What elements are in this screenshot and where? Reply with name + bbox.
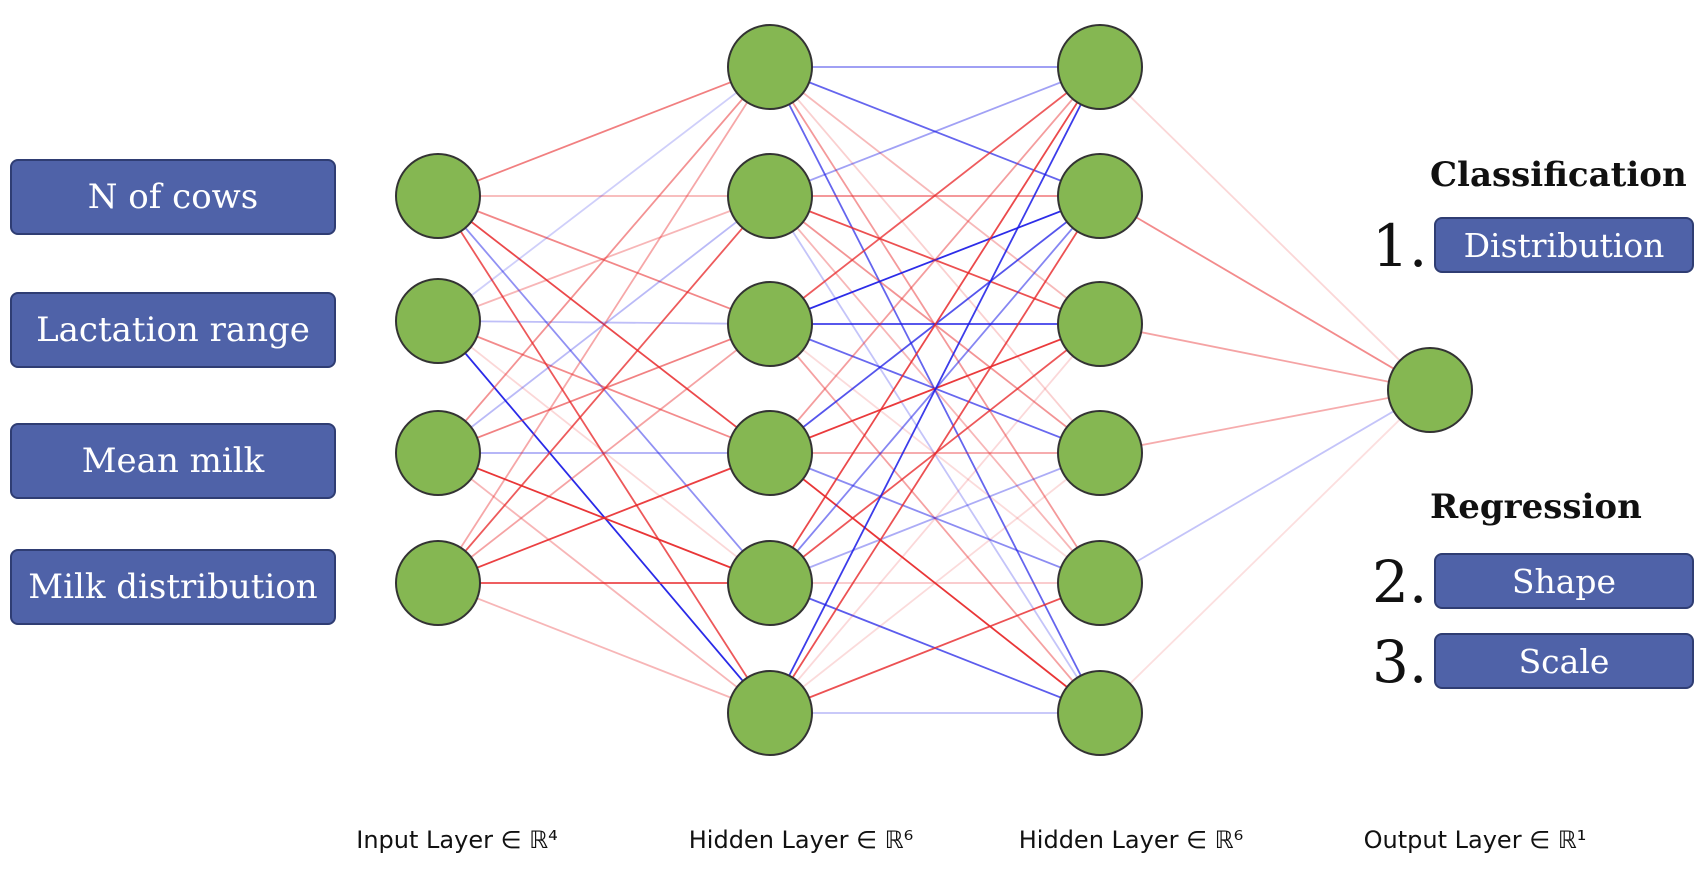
connection-line xyxy=(1099,195,1431,391)
connection-line xyxy=(769,582,1101,714)
connection-line xyxy=(1099,389,1431,454)
output-scale-box: Scale xyxy=(1434,633,1694,689)
connection-line xyxy=(437,582,771,714)
connection-line xyxy=(1099,389,1431,714)
input-feature-n-of-cows: N of cows xyxy=(10,159,336,235)
connection-line xyxy=(437,66,771,197)
connection-line xyxy=(437,320,771,325)
connection-line xyxy=(1099,66,1431,391)
connection-line xyxy=(437,320,771,454)
output-label: Shape xyxy=(1511,561,1617,601)
layer-label-input: Input Layer ∈ ℝ⁴ xyxy=(356,826,558,854)
neuron-node xyxy=(1057,670,1143,756)
classification-heading: Classification xyxy=(1430,155,1687,195)
input-feature-mean-milk: Mean milk xyxy=(10,423,336,499)
neuron-node xyxy=(1057,24,1143,110)
connection-line xyxy=(769,66,1101,584)
neuron-node xyxy=(1057,410,1143,496)
connection-line xyxy=(769,66,1101,325)
neuron-node xyxy=(1387,347,1473,433)
output-number-2: 2. xyxy=(1372,548,1428,616)
connection-line xyxy=(769,195,1101,714)
output-label: Scale xyxy=(1518,641,1610,681)
connection-line xyxy=(437,66,771,584)
output-number-1: 1. xyxy=(1372,212,1428,280)
input-label: Mean milk xyxy=(81,441,265,481)
connection-line xyxy=(437,66,771,322)
input-feature-milk-distribution: Milk distribution xyxy=(10,549,336,625)
neuron-node xyxy=(395,540,481,626)
neuron-node xyxy=(1057,540,1143,626)
connection-line xyxy=(769,323,1101,714)
connection-line xyxy=(769,66,1101,454)
input-feature-lactation-range: Lactation range xyxy=(10,292,336,368)
output-number-3: 3. xyxy=(1372,628,1428,696)
input-label: N of cows xyxy=(87,177,259,217)
neuron-nodes xyxy=(395,24,1473,756)
connection-line xyxy=(769,66,1101,714)
input-label: Lactation range xyxy=(36,310,310,350)
connection-line xyxy=(437,195,771,322)
layer-label-hidden-1: Hidden Layer ∈ ℝ⁶ xyxy=(688,826,914,854)
layer-label-output: Output Layer ∈ ℝ¹ xyxy=(1363,826,1587,854)
connection-line xyxy=(437,66,771,454)
connection-line xyxy=(1099,323,1431,391)
input-label: Milk distribution xyxy=(28,567,318,607)
connection-line xyxy=(769,452,1101,714)
neuron-node xyxy=(1057,281,1143,367)
neuron-node xyxy=(727,153,813,239)
layer-label-hidden-2: Hidden Layer ∈ ℝ⁶ xyxy=(1018,826,1244,854)
connection-line xyxy=(769,195,1101,325)
connection-line xyxy=(769,452,1101,584)
connection-line xyxy=(437,320,771,584)
neuron-node xyxy=(395,410,481,496)
connection-line xyxy=(1099,389,1431,584)
connection-lines xyxy=(437,66,1431,714)
neuron-node xyxy=(727,540,813,626)
neuron-node xyxy=(395,278,481,364)
neuron-node xyxy=(727,281,813,367)
output-label: Distribution xyxy=(1463,225,1665,265)
connection-line xyxy=(437,320,771,714)
connection-line xyxy=(437,195,771,454)
neuron-node xyxy=(727,24,813,110)
connection-line xyxy=(437,323,771,584)
neuron-node xyxy=(395,153,481,239)
connection-line xyxy=(437,195,771,454)
connection-line xyxy=(769,452,1101,584)
connection-line xyxy=(769,66,1101,197)
output-shape-box: Shape xyxy=(1434,553,1694,609)
neuron-node xyxy=(1057,153,1143,239)
connection-line xyxy=(437,195,771,584)
neuron-node xyxy=(727,670,813,756)
connection-line xyxy=(437,195,771,714)
regression-heading: Regression xyxy=(1430,487,1642,527)
neuron-node xyxy=(727,410,813,496)
connection-line xyxy=(437,452,771,584)
output-distribution-box: Distribution xyxy=(1434,217,1694,273)
